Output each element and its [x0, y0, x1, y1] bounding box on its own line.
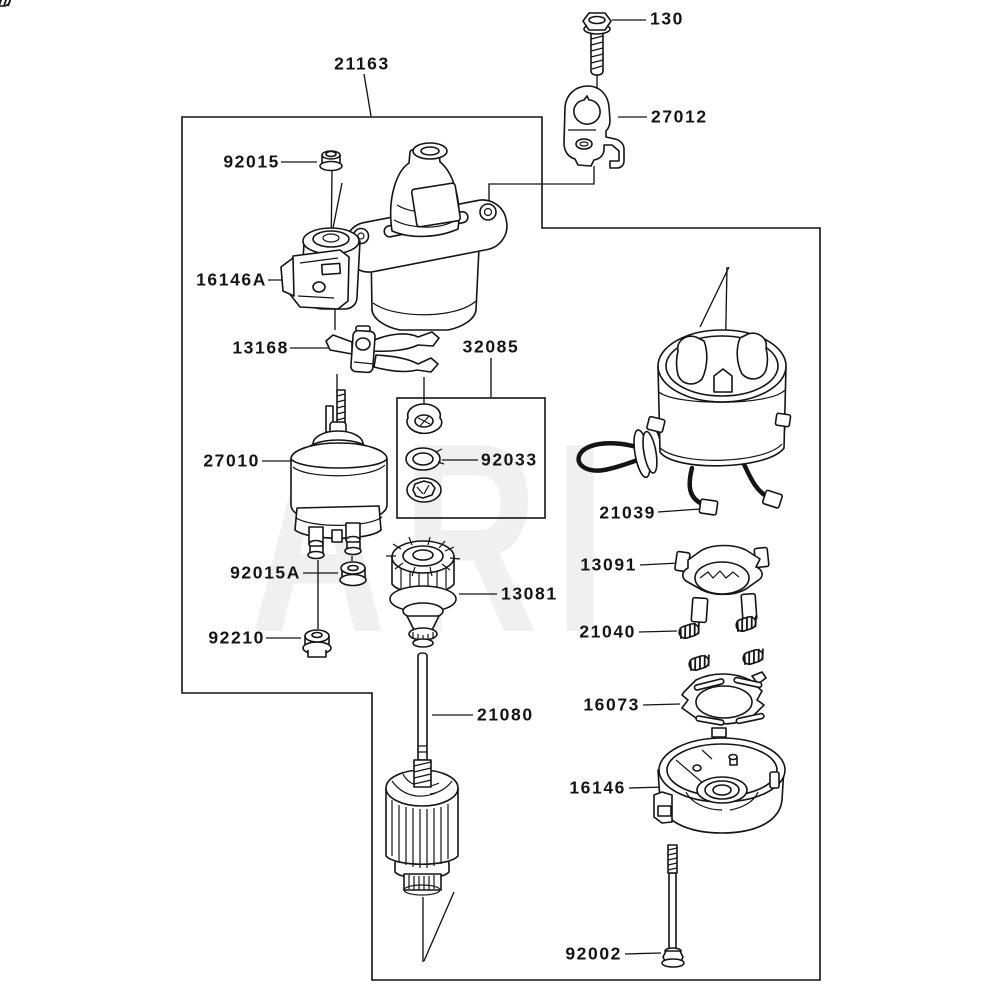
- part-label-92002: 92002: [565, 943, 622, 964]
- armature-21080-drawing: [385, 652, 459, 896]
- part-label-21040: 21040: [579, 621, 636, 642]
- part-label-13091: 13091: [580, 554, 637, 575]
- stopper-washers-drawing: [405, 403, 445, 503]
- part-label-92210: 92210: [208, 627, 265, 648]
- nut-92015a-drawing: [339, 561, 367, 587]
- part-label-92033: 92033: [481, 449, 538, 470]
- pinion-clutch-13081-drawing: [386, 536, 461, 648]
- nut-92015-drawing: [319, 150, 343, 172]
- part-label-21080: 21080: [477, 704, 534, 725]
- brush-holder-13091-drawing: [674, 544, 770, 624]
- assembly-outline-box: [181, 116, 821, 981]
- field-magnet-21039-drawing: [576, 329, 792, 516]
- part-label-32085: 32085: [462, 336, 520, 357]
- part-label-92015: 92015: [223, 151, 280, 172]
- through-bolt-92002-drawing: [661, 844, 685, 968]
- part-label-27010: 27010: [203, 450, 260, 471]
- part-label-13081: 13081: [501, 583, 558, 604]
- part-label-16146: 16146: [569, 777, 626, 798]
- insulator-plate-16073-drawing: [681, 671, 767, 738]
- part-label-16073: 16073: [583, 694, 640, 715]
- part-label-92015a: 92015A: [230, 562, 301, 583]
- solenoid-27010-drawing: [290, 389, 388, 560]
- part-label-16146a: 16146A: [196, 269, 267, 290]
- part-label-130: 130: [650, 8, 684, 29]
- part-label-21163: 21163: [334, 53, 390, 74]
- end-cover-16146-drawing: [653, 737, 786, 834]
- stopper-set-box: [396, 397, 546, 519]
- bracket-27012-drawing: [563, 85, 625, 169]
- brush-springs-21040-drawing: [0, 0, 768, 673]
- part-label-13168: 13168: [232, 337, 289, 358]
- part-label-21039: 21039: [599, 502, 656, 523]
- starter-assembly-21163-drawing: [280, 142, 508, 331]
- nut-92210-drawing: [302, 629, 332, 658]
- flange-bolt-130-drawing: [582, 12, 612, 76]
- shift-lever-13168-drawing: [325, 325, 440, 374]
- part-label-27012: 27012: [651, 106, 708, 127]
